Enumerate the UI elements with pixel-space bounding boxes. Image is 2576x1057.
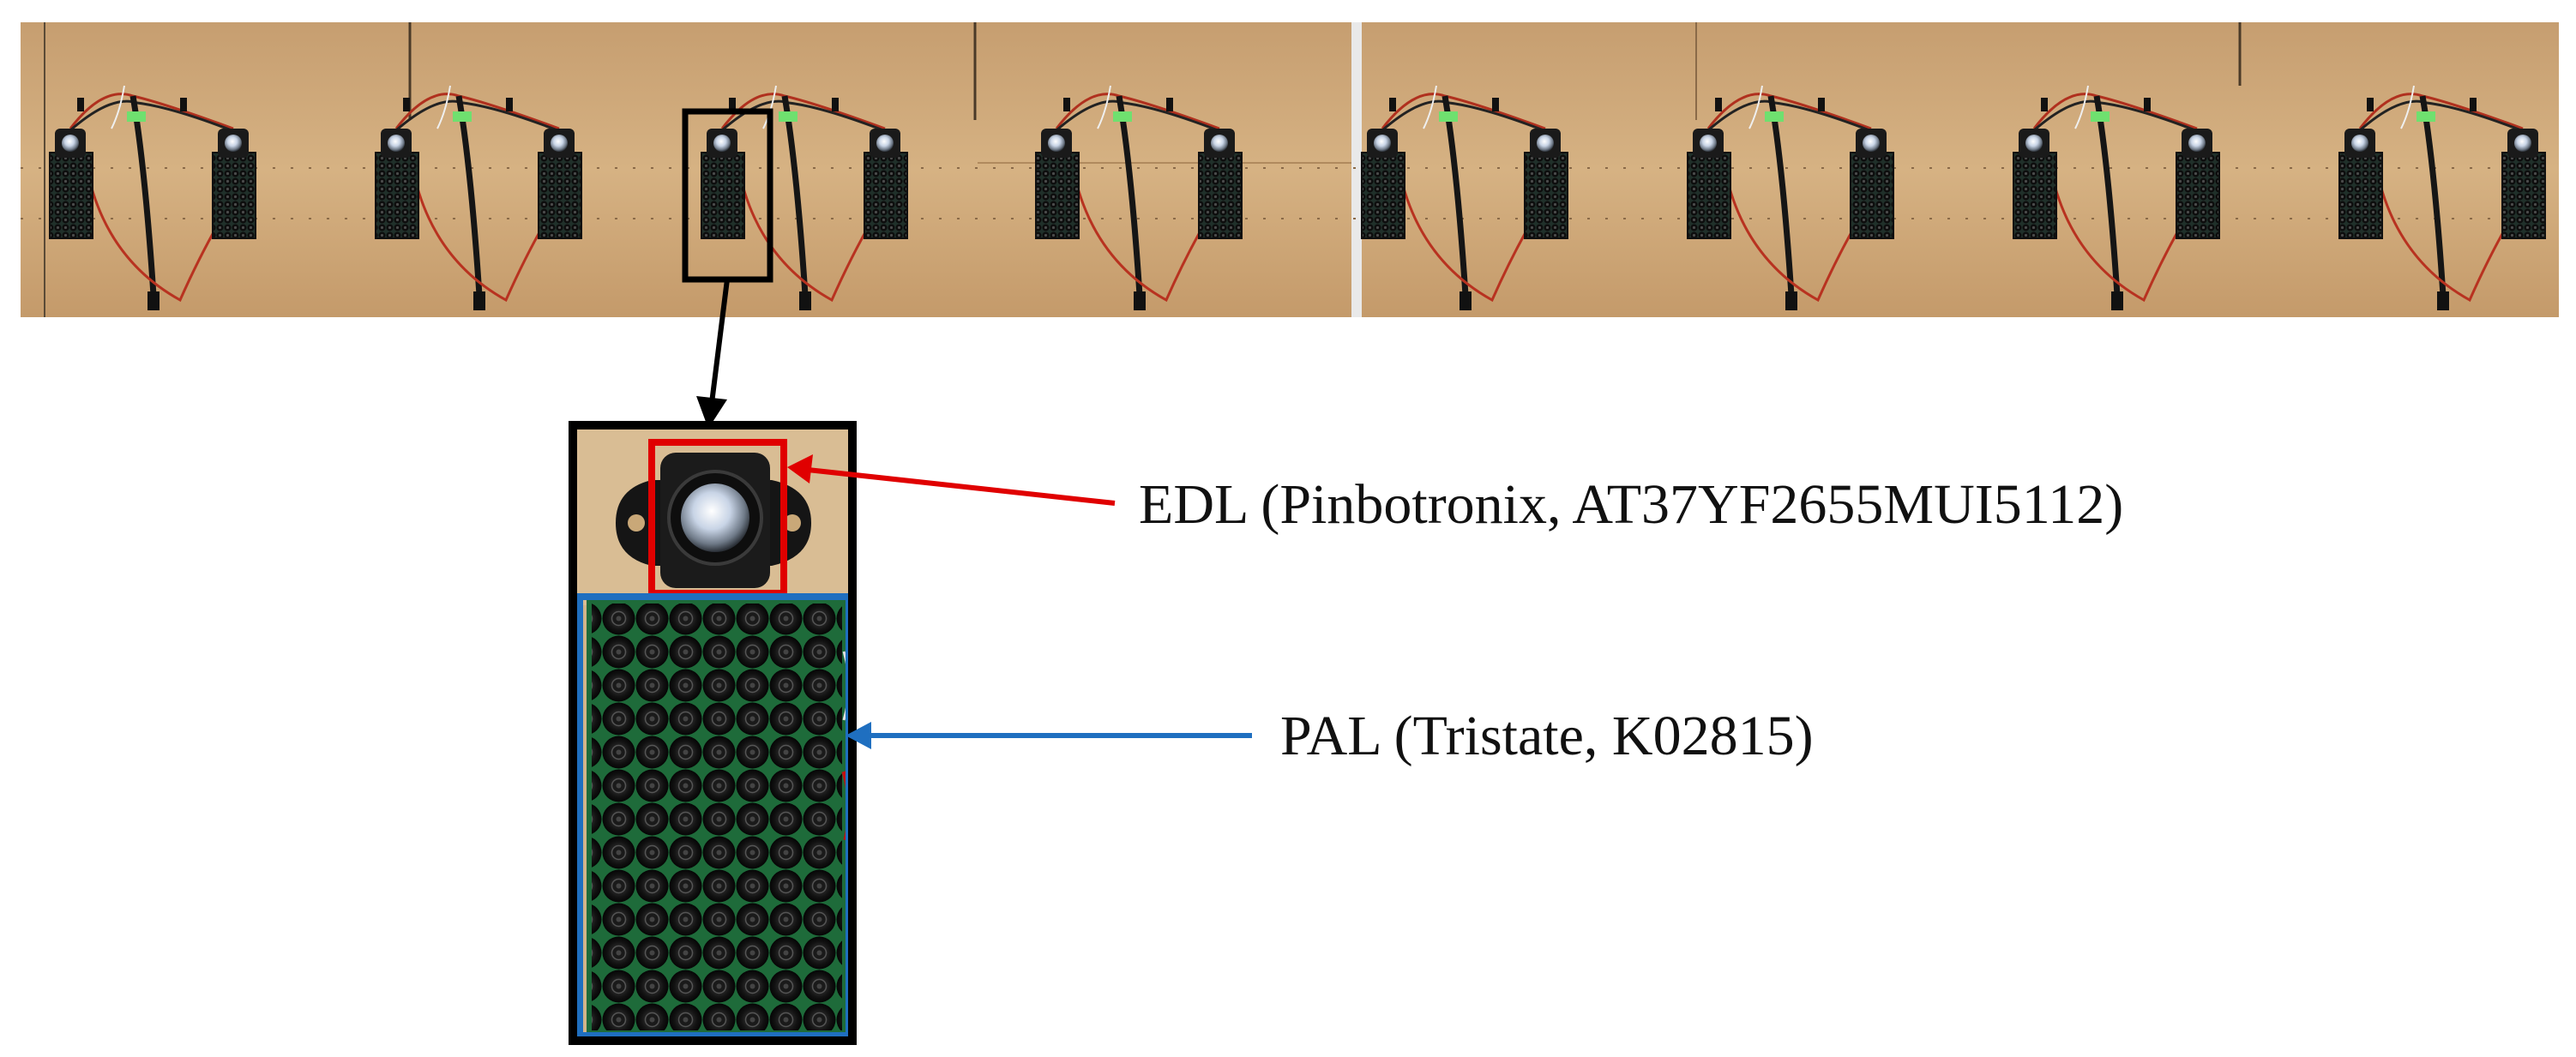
- connector: [2144, 98, 2151, 111]
- pal-callout-arrowhead: [846, 722, 871, 749]
- wiring-6: [2032, 85, 2218, 310]
- unit-speaker-dome: [388, 135, 405, 152]
- tape-marker: [453, 111, 472, 122]
- array-unit-9: [1524, 129, 1568, 239]
- connector: [2367, 98, 2374, 111]
- unit-board: [2338, 152, 2383, 239]
- tape-marker: [2417, 111, 2435, 122]
- unit-speaker-dome: [1537, 135, 1554, 152]
- connector: [1460, 291, 1472, 310]
- unit-speaker-dome: [62, 135, 79, 152]
- unit-board: [375, 152, 419, 239]
- tape-marker: [2091, 111, 2110, 122]
- connector: [1715, 98, 1722, 111]
- connector: [180, 98, 187, 111]
- unit-board: [1524, 152, 1568, 239]
- array-unit-7: [1198, 129, 1243, 239]
- unit-board: [1687, 152, 1731, 239]
- array-unit-13: [2176, 129, 2220, 239]
- unit-speaker-dome: [1700, 135, 1717, 152]
- panel-gap: [1351, 22, 1362, 317]
- unit-speaker-dome: [2025, 135, 2043, 152]
- zoom-arrow: [709, 279, 730, 404]
- connector: [1063, 98, 1070, 111]
- connector: [799, 291, 811, 310]
- array-photo: [21, 22, 2559, 317]
- edl-label: EDL (Pinbotronix, AT37YF2655MUI5112): [1139, 473, 2124, 536]
- array-unit-10: [1687, 129, 1731, 239]
- array-unit-12: [2013, 129, 2057, 239]
- unit-board: [1361, 152, 1405, 239]
- connector: [1134, 291, 1146, 310]
- array-unit-0: [49, 129, 93, 239]
- unit-board: [2176, 152, 2220, 239]
- tape-marker: [779, 111, 797, 122]
- array-unit-4: [701, 129, 745, 239]
- unit-speaker-dome: [2514, 135, 2531, 152]
- unit-board: [212, 152, 256, 239]
- connector: [2437, 291, 2449, 310]
- speaker-dome: [681, 483, 749, 552]
- array-unit-3: [538, 129, 582, 239]
- tape-marker: [1113, 111, 1132, 122]
- unit-speaker-dome: [876, 135, 894, 152]
- unit-board: [701, 152, 745, 239]
- connector: [1818, 98, 1825, 111]
- unit-board: [1850, 152, 1894, 239]
- tape-marker: [1439, 111, 1458, 122]
- unit-board: [2501, 152, 2546, 239]
- unit-speaker-dome: [713, 135, 731, 152]
- unit-board: [1198, 152, 1243, 239]
- unit-speaker-dome: [1374, 135, 1391, 152]
- connector: [147, 291, 159, 310]
- unit-board: [864, 152, 908, 239]
- unit-speaker-dome: [551, 135, 568, 152]
- edl-callout-arrowhead: [787, 454, 813, 483]
- array-unit-2: [375, 129, 419, 239]
- tape-marker: [1765, 111, 1784, 122]
- connector: [2470, 98, 2477, 111]
- connector: [1389, 98, 1396, 111]
- wiring-1: [394, 85, 580, 310]
- connector: [77, 98, 84, 111]
- array-unit-8: [1361, 129, 1405, 239]
- wiring-7: [2358, 85, 2543, 310]
- unit-board: [49, 152, 93, 239]
- pal-label: PAL (Tristate, K02815): [1280, 705, 1814, 767]
- unit-speaker-dome: [1048, 135, 1065, 152]
- transducer-array: [592, 604, 842, 1030]
- tape-marker: [127, 111, 146, 122]
- array-unit-11: [1850, 129, 1894, 239]
- connector: [473, 291, 485, 310]
- unit-speaker-dome: [1863, 135, 1880, 152]
- unit-speaker-dome: [1211, 135, 1228, 152]
- connector: [506, 98, 513, 111]
- unit-speaker-dome: [2188, 135, 2206, 152]
- unit-speaker-dome: [2351, 135, 2368, 152]
- array-unit-5: [864, 129, 908, 239]
- edl-callout-arrow: [807, 467, 1116, 506]
- connector: [1492, 98, 1499, 111]
- connector: [2111, 291, 2123, 310]
- unit-board: [2013, 152, 2057, 239]
- connector: [2041, 98, 2048, 111]
- zoom-arrowhead: [696, 396, 727, 429]
- connector: [403, 98, 410, 111]
- unit-board: [1035, 152, 1080, 239]
- connector: [729, 98, 736, 111]
- connector: [1785, 291, 1797, 310]
- connector: [832, 98, 839, 111]
- array-unit-1: [212, 129, 256, 239]
- array-unit-6: [1035, 129, 1080, 239]
- selection-box: [682, 108, 773, 283]
- array-unit-14: [2338, 129, 2383, 239]
- unit-speaker-dome: [225, 135, 242, 152]
- unit-board: [538, 152, 582, 239]
- zoom-inset: [569, 421, 857, 1045]
- wiring-4: [1381, 85, 1566, 310]
- connector: [1166, 98, 1173, 111]
- array-unit-15: [2501, 129, 2546, 239]
